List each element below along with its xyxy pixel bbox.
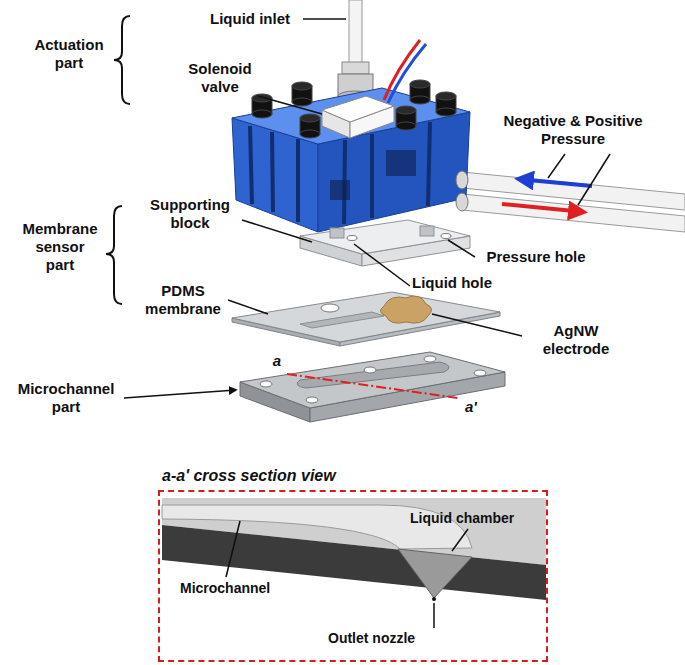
supporting-block <box>441 234 451 239</box>
cross-section-slab <box>432 597 436 601</box>
supporting-block <box>420 226 434 236</box>
view-heading: a-a' cross section view <box>162 466 336 485</box>
inlet-tube <box>349 0 362 70</box>
leader-line <box>354 244 410 286</box>
bolt <box>292 82 312 90</box>
leader-line <box>258 96 322 114</box>
bracket <box>106 206 122 304</box>
leader-line <box>124 390 236 398</box>
flow-arrow <box>502 179 592 212</box>
actuation-block <box>232 88 470 144</box>
leader-line <box>228 300 268 314</box>
pressure-tube <box>462 194 685 232</box>
group-label: Membrane sensor part <box>20 220 100 274</box>
section-mark: a <box>268 352 286 370</box>
bolt <box>300 130 320 138</box>
pdms-membrane <box>232 292 500 346</box>
actuation-block <box>456 193 468 211</box>
part-label: Liquid hole <box>404 274 500 292</box>
cross-section-slab <box>398 549 472 598</box>
actuation-block <box>250 122 430 224</box>
actuation-block <box>330 150 416 200</box>
part-label: Microchannel <box>180 580 270 597</box>
part-label: Negative & Positive Pressure <box>486 112 660 148</box>
solenoid-valve <box>322 96 394 122</box>
leader-line <box>124 19 610 398</box>
bolt <box>300 114 320 122</box>
supporting-block <box>300 220 470 266</box>
leader-line <box>303 18 346 20</box>
flow-arrow <box>502 204 584 212</box>
leader-line <box>432 314 522 336</box>
inlet-tube <box>342 62 369 74</box>
actuation-block <box>428 122 430 206</box>
group-label: Actuation part <box>26 36 112 72</box>
solenoid-valve <box>322 40 426 138</box>
actuation-block <box>232 88 470 232</box>
actuation-block <box>272 132 273 212</box>
bracket <box>106 16 130 304</box>
microchannel-plate <box>260 381 272 387</box>
actuation-block <box>370 134 374 218</box>
part-label: PDMS membrane <box>138 282 228 318</box>
bolt <box>436 108 456 116</box>
leader-line <box>226 521 468 628</box>
actuation-block <box>296 139 300 222</box>
actuation-block <box>386 150 416 176</box>
actuation-block <box>330 180 350 200</box>
part-label: Pressure hole <box>478 248 594 266</box>
microchannel-plate <box>240 352 505 422</box>
leader-line <box>578 154 610 205</box>
bracket <box>114 16 130 104</box>
bolt <box>436 92 456 100</box>
part-label: Solenoid valve <box>180 60 260 96</box>
microchannel-plate <box>424 356 436 362</box>
leader-line <box>226 521 240 577</box>
flow-arrow <box>518 179 592 186</box>
supporting-block <box>347 236 357 241</box>
part-label: AgNW electrode <box>524 322 628 358</box>
pdms-membrane <box>380 296 431 323</box>
bolt <box>292 98 312 106</box>
bolt <box>252 80 456 138</box>
supporting-block <box>300 220 470 254</box>
bolt <box>252 110 272 118</box>
cross-section-slab <box>162 498 546 601</box>
leader-line <box>448 240 475 257</box>
solenoid-valve <box>388 44 426 103</box>
bolt <box>410 96 430 104</box>
cross-section-slab <box>162 525 546 600</box>
microchannel-plate <box>306 397 318 403</box>
bolt <box>396 106 416 114</box>
pressure-tube <box>462 172 685 232</box>
part-label: Liquid chamber <box>410 510 514 527</box>
leader-line <box>242 220 312 242</box>
microchannel-plate <box>364 367 376 373</box>
actuation-block <box>250 126 252 204</box>
bolt <box>396 122 416 130</box>
section-mark: a' <box>460 398 482 416</box>
solenoid-valve <box>384 40 420 100</box>
leader-line <box>548 154 565 178</box>
group-label: Microchannel part <box>10 380 122 416</box>
pdms-membrane <box>321 304 339 312</box>
part-label: Supporting block <box>140 196 240 232</box>
part-label: Outlet nozzle <box>328 630 415 647</box>
section-line <box>287 374 458 398</box>
supporting-block <box>330 228 344 238</box>
inlet-tube <box>338 0 373 101</box>
bolt <box>252 94 272 102</box>
pdms-membrane <box>300 312 384 328</box>
part-label: Liquid inlet <box>198 10 302 28</box>
actuation-block <box>456 171 468 189</box>
leader-line <box>452 529 468 551</box>
section-view-frame: a-a' cross section viewLiquid chamberMic… <box>158 490 548 662</box>
bolt <box>410 80 430 88</box>
microchannel-plate <box>474 370 486 376</box>
leader-line <box>433 603 435 628</box>
pdms-membrane <box>232 292 500 342</box>
microchannel-plate <box>297 362 449 388</box>
